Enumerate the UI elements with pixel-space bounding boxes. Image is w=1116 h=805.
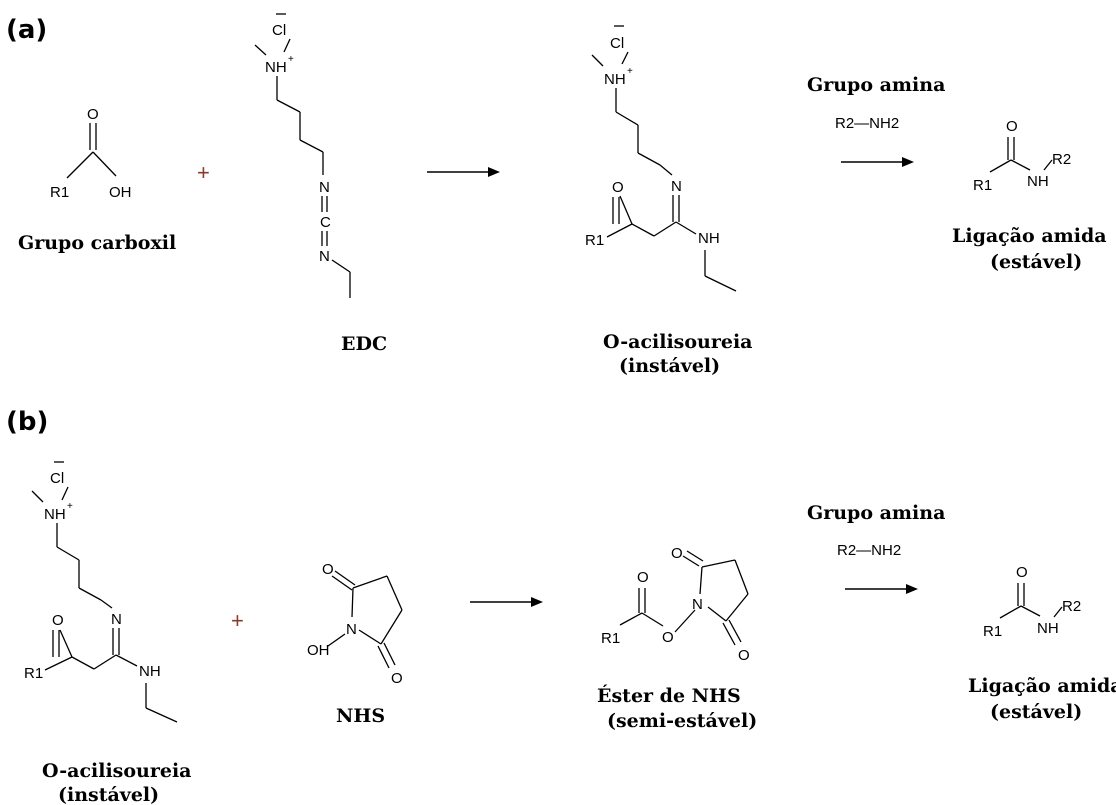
atom-o: O [1006, 118, 1018, 135]
carboxyl-structure: O R1 OH [50, 106, 132, 201]
atom-o-ring-1: O [671, 545, 683, 562]
atom-r1: R1 [50, 184, 69, 201]
nhs-structure: O N OH O [307, 561, 403, 687]
reaction-arrow-b1 [470, 597, 543, 607]
atom-nh-plus: NH [265, 59, 287, 76]
atom-n: N [111, 611, 122, 628]
o-acylisourea-structure-a: Cl NH + N O R1 NH [585, 25, 737, 292]
atom-o1: O [322, 561, 334, 578]
atom-oh: OH [109, 184, 132, 201]
intermediate-caption-1: O-acilisoureia [603, 331, 752, 353]
atom-oh: OH [307, 642, 330, 659]
atom-r1: R1 [973, 177, 992, 194]
o-acylisourea-structure-b: Cl NH + N O R1 NH [24, 461, 178, 723]
reaction-arrow-a2 [841, 157, 914, 167]
intermediate-caption-2: (instável) [619, 355, 720, 377]
atom-o: O [87, 106, 99, 123]
atom-n: N [671, 178, 682, 195]
atom-nh: NH [139, 663, 161, 680]
product-caption-2-a: (estável) [990, 251, 1082, 273]
atom-r1: R1 [24, 665, 43, 682]
reaction-arrow-b2 [845, 584, 918, 594]
intermediate-caption-2-b: (instável) [58, 784, 159, 805]
atom-o: O [52, 612, 64, 629]
amine-formula-b: R2—NH2 [837, 542, 901, 559]
edc-structure: Cl NH + N C N [254, 13, 351, 298]
amide-structure-a: O R1 NH R2 [973, 118, 1071, 194]
product-caption-2-b: (estável) [990, 701, 1082, 723]
atom-n2: N [319, 248, 330, 265]
atom-nh: NH [1037, 620, 1059, 637]
atom-o: O [612, 179, 624, 196]
atom-n: N [692, 596, 703, 613]
atom-o-ring-2: O [738, 647, 750, 664]
plus-b: + [231, 608, 244, 633]
nhs-ester-structure: O R1 O N O O [601, 545, 750, 664]
product-caption-1-b: Ligação amida [968, 675, 1116, 697]
atom-cl: Cl [610, 35, 624, 52]
panel-a-label: (a) [6, 15, 47, 45]
plus-a: + [197, 160, 210, 185]
svg-text:+: + [627, 66, 633, 77]
atom-c: C [320, 214, 331, 231]
atom-o-carbonyl: O [637, 569, 649, 586]
atom-r2: R2 [1062, 598, 1081, 615]
atom-nh: NH [698, 230, 720, 247]
panel-b-label: (b) [6, 407, 48, 437]
amine-title-a: Grupo amina [807, 74, 945, 96]
atom-r1: R1 [585, 232, 604, 249]
ester-caption-2: (semi-estável) [607, 710, 757, 732]
amine-formula-a: R2—NH2 [835, 115, 899, 132]
atom-cl: Cl [50, 470, 64, 487]
atom-r1: R1 [601, 630, 620, 647]
atom-nh-plus: NH [44, 506, 66, 523]
svg-text:+: + [288, 54, 294, 65]
atom-n: N [346, 621, 357, 638]
product-caption-1-a: Ligação amida [952, 225, 1107, 247]
carboxyl-caption: Grupo carboxil [18, 232, 176, 254]
svg-text:+: + [67, 501, 73, 512]
ester-caption-1: Éster de NHS [597, 684, 741, 707]
atom-nh: NH [1027, 173, 1049, 190]
atom-nh-plus: NH [604, 71, 626, 88]
atom-o2: O [391, 670, 403, 687]
atom-o-link: O [662, 629, 674, 646]
amine-title-b: Grupo amina [807, 502, 945, 524]
atom-cl: Cl [272, 22, 286, 39]
nhs-caption: NHS [336, 705, 385, 727]
reaction-arrow-a1 [427, 167, 500, 177]
amide-structure-b: O R1 NH R2 [983, 564, 1081, 640]
intermediate-caption-1-b: O-acilisoureia [42, 760, 191, 782]
atom-r1: R1 [983, 623, 1002, 640]
atom-o: O [1016, 564, 1028, 581]
edc-caption: EDC [341, 333, 387, 355]
atom-n1: N [319, 179, 330, 196]
atom-r2: R2 [1052, 151, 1071, 168]
